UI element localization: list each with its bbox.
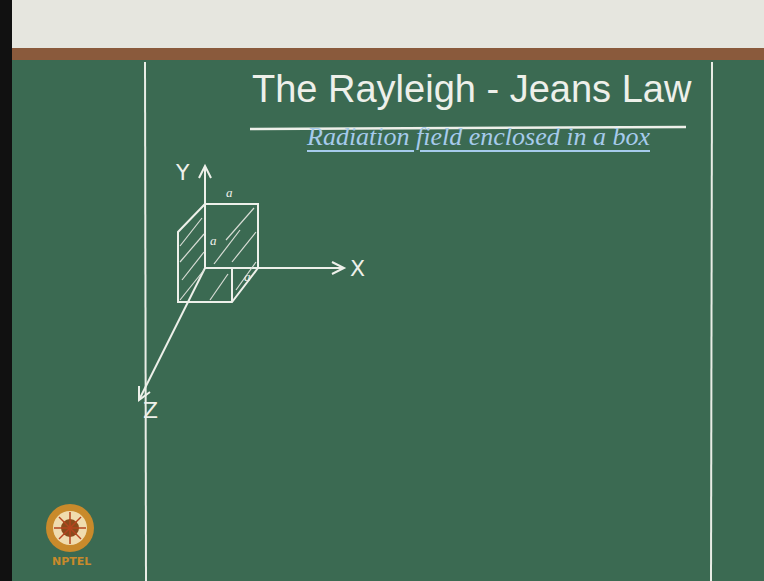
edge-label: a: [226, 186, 233, 201]
axis-label: Y: [176, 160, 189, 185]
board-frame: [0, 48, 764, 60]
logo-text: NPTEL: [52, 556, 91, 569]
axes: [139, 166, 344, 400]
axis-label: Z: [143, 398, 158, 423]
edge-label: a: [210, 234, 217, 249]
cube: [178, 204, 258, 302]
margin-line: [711, 62, 712, 581]
left-edge: [0, 0, 12, 581]
nptel-logo: [46, 504, 94, 552]
wall: [0, 0, 764, 48]
board-title: The Rayleigh - Jeans Law: [252, 68, 691, 112]
board-note: Radiation field enclosed in a box: [250, 112, 650, 161]
margin-line: [145, 62, 146, 581]
axis-label: X: [350, 256, 365, 281]
edge-label: a: [244, 270, 251, 285]
cube-hatching: [180, 208, 256, 300]
